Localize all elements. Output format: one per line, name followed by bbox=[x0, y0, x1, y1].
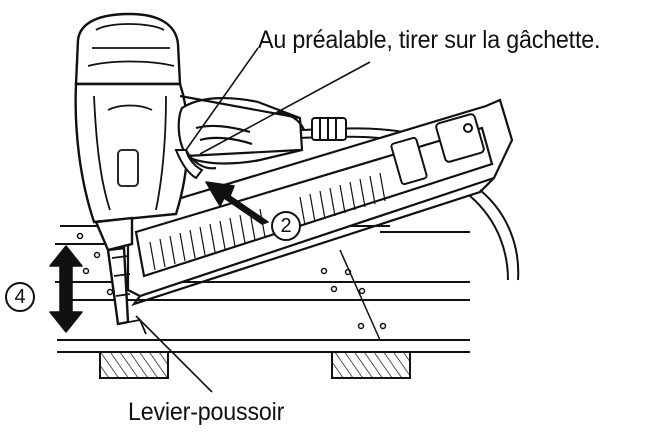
grip-handle bbox=[179, 94, 301, 158]
push-arrow bbox=[205, 181, 269, 225]
joist-blocks bbox=[99, 351, 411, 379]
leader-lines bbox=[135, 47, 371, 393]
step-4-callout: 4 bbox=[5, 282, 35, 312]
up-down-arrow bbox=[49, 245, 83, 333]
trigger-instruction-label: Au préalable, tirer sur la gâchette. bbox=[258, 26, 601, 54]
step-2-number: 2 bbox=[280, 214, 292, 237]
step-4-number: 4 bbox=[14, 285, 26, 308]
nailer-body-details bbox=[87, 23, 175, 335]
step-2-callout: 2 bbox=[271, 211, 301, 241]
push-lever-label: Levier-poussoir bbox=[128, 398, 285, 426]
trigger bbox=[174, 149, 204, 180]
magazine-latch bbox=[390, 113, 485, 186]
